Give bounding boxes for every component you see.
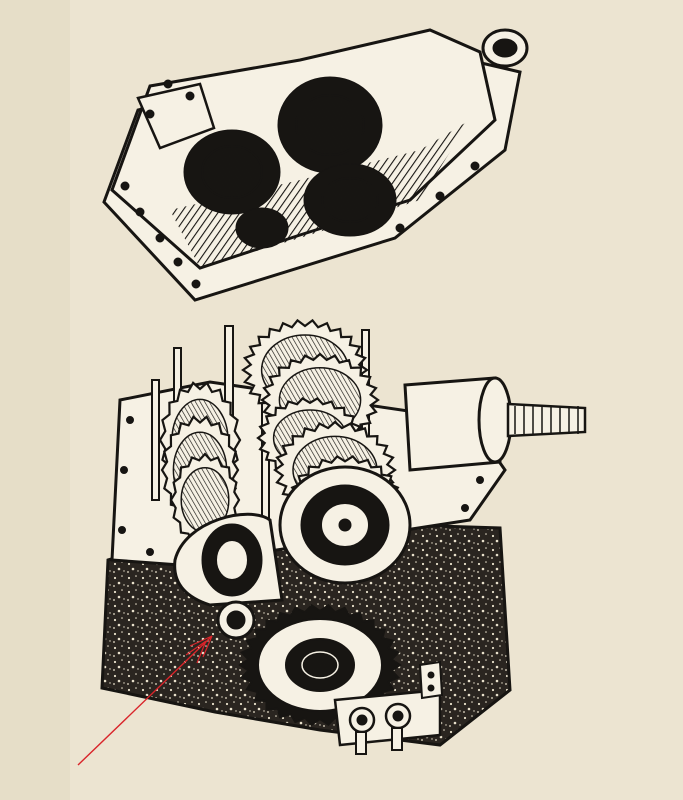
annotation-arrow bbox=[77, 635, 213, 766]
bolt-hole bbox=[120, 181, 130, 191]
housing-end-cap bbox=[136, 82, 216, 150]
pinion-inner bbox=[226, 610, 246, 630]
small-pinion-gear bbox=[216, 600, 256, 640]
bracket-nut-core bbox=[392, 710, 404, 722]
housing-bolt-holes bbox=[120, 79, 480, 289]
side-lug-hole bbox=[427, 671, 435, 679]
output-shaft-housing bbox=[403, 376, 502, 472]
bolt-hole bbox=[126, 416, 134, 424]
housing-bore-lower bbox=[235, 207, 289, 249]
bolt-hole bbox=[461, 504, 469, 512]
bolt-hole bbox=[185, 91, 195, 101]
housing-bore-center-inner bbox=[295, 94, 365, 156]
bolt-hole bbox=[470, 161, 480, 171]
gearbox-assembly bbox=[100, 318, 587, 755]
bolt-hole bbox=[120, 466, 128, 474]
bolt-hole bbox=[476, 476, 484, 484]
bolt-hole bbox=[435, 191, 445, 201]
housing-output-bore bbox=[492, 38, 518, 58]
bolt-hole bbox=[155, 233, 165, 243]
output-shaft-collar bbox=[477, 376, 513, 464]
flange-bolt-holes bbox=[118, 416, 484, 556]
lower-gear-bore bbox=[301, 651, 339, 679]
bolt-hole bbox=[163, 79, 173, 89]
bolt-hole bbox=[173, 257, 183, 267]
bracket-stud bbox=[355, 731, 367, 755]
bolt-hole bbox=[118, 526, 126, 534]
lower-reduction-gear bbox=[238, 603, 402, 727]
output-shaft-splines bbox=[514, 406, 579, 434]
bolt-hole bbox=[145, 109, 155, 119]
paper-left-edge bbox=[0, 0, 70, 800]
output-splined-shaft bbox=[506, 402, 587, 438]
gearbox-housing-cover bbox=[102, 28, 529, 302]
arrow-head bbox=[185, 635, 213, 664]
end-cover-bearing-inner bbox=[215, 539, 249, 581]
side-lug bbox=[418, 660, 444, 700]
housing-bore-right-inner bbox=[321, 177, 379, 223]
housing-bore-left-inner bbox=[201, 145, 263, 199]
bolt-hole bbox=[146, 548, 154, 556]
bracket-stud bbox=[391, 727, 403, 751]
mounting-bracket bbox=[333, 660, 444, 755]
bolt-hole bbox=[191, 279, 201, 289]
bolt-hole bbox=[135, 207, 145, 217]
drive-drum-center bbox=[338, 518, 352, 532]
bolt-hole bbox=[395, 223, 405, 233]
bracket-nut-core bbox=[356, 714, 368, 726]
selector-rod bbox=[151, 379, 160, 501]
arrow-icon bbox=[77, 635, 213, 766]
side-lug-hole bbox=[427, 684, 435, 692]
